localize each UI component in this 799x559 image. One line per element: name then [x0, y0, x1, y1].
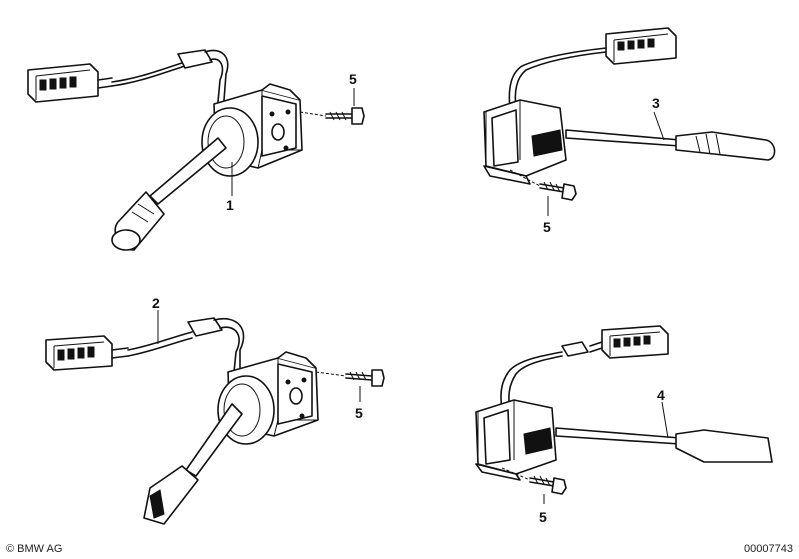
- stalk-lever: [149, 137, 227, 205]
- wire-connector: [589, 325, 669, 359]
- inline-plug: [177, 49, 213, 69]
- wire-cable: [127, 331, 193, 351]
- copyright-text: © BMW AG: [6, 543, 63, 555]
- wire-cable: [508, 47, 607, 111]
- screw-1: [325, 107, 365, 125]
- stalk-knob: [675, 429, 773, 463]
- screw-3: [539, 181, 577, 201]
- stalk-lever: [185, 403, 243, 477]
- part-label-2: 2: [152, 295, 160, 311]
- part-label-5-top-left: 5: [349, 71, 357, 87]
- inline-plug: [187, 317, 223, 337]
- document-number: 00007743: [744, 543, 793, 555]
- part-label-1: 1: [226, 197, 234, 213]
- wire-cable: [500, 351, 563, 411]
- part-label-5-bottom-right: 5: [539, 509, 547, 525]
- inline-plug: [561, 341, 589, 357]
- stalk-knob: [675, 131, 776, 161]
- switch-assembly-3: 3 5: [483, 27, 776, 235]
- part-label-4: 4: [657, 387, 665, 403]
- part-label-5-top-right: 5: [543, 219, 551, 235]
- switch-assembly-4: 4 5: [475, 325, 773, 525]
- switch-assembly-1: 1 5: [27, 49, 365, 251]
- wire-connector: [45, 335, 129, 371]
- stalk-lever: [555, 427, 681, 445]
- switch-assembly-2: 2 5: [45, 295, 385, 525]
- wire-connector: [27, 63, 113, 103]
- switch-hub: [201, 107, 259, 177]
- wire-connector: [605, 27, 677, 65]
- wire-cable: [111, 61, 186, 83]
- part-label-3: 3: [652, 95, 660, 111]
- screw-4: [529, 475, 567, 495]
- screw-2: [345, 369, 385, 387]
- part-label-5-bottom-left: 5: [355, 405, 363, 421]
